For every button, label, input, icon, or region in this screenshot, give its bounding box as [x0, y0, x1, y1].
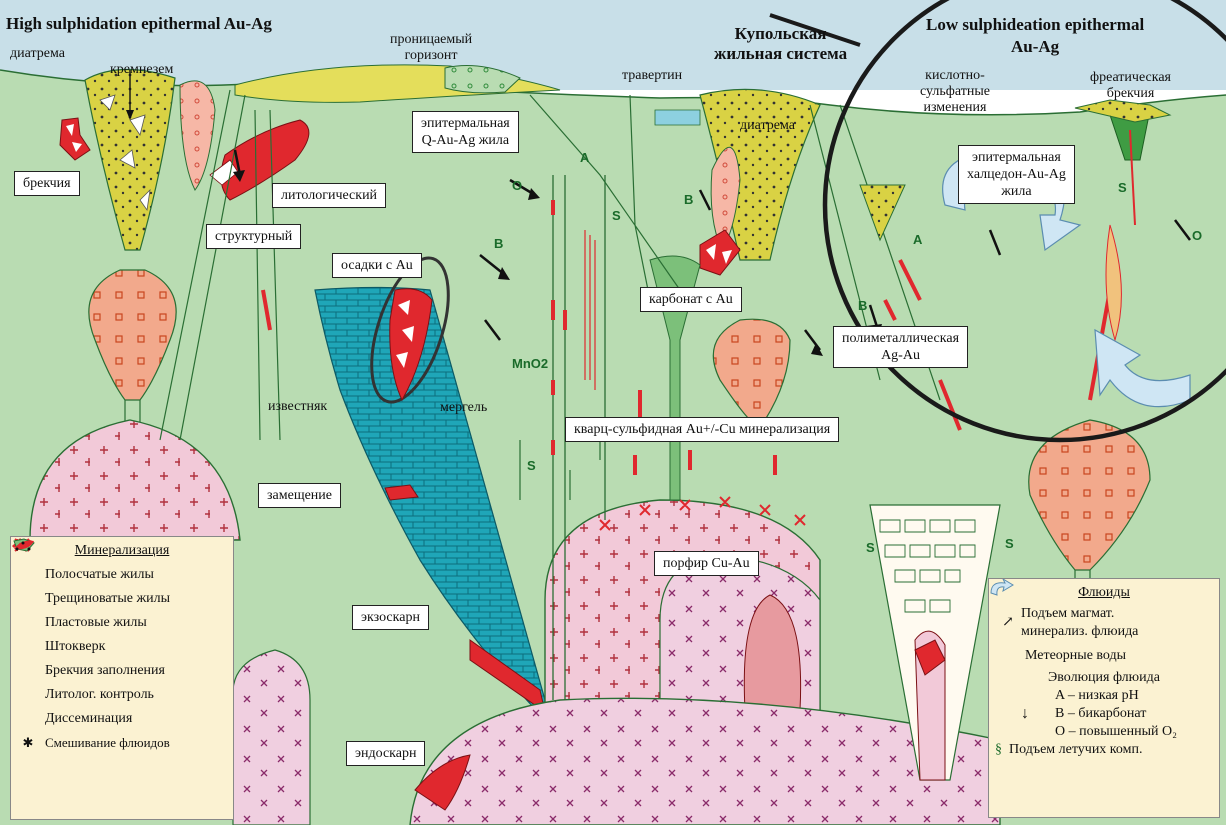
replacement-box: замещение — [258, 483, 341, 508]
mineralization-legend: Минерализация Полосчатые жилы Трещиноват… — [10, 536, 234, 820]
high-sulphidation-title: High sulphidation epithermal Au-Ag — [6, 14, 272, 34]
legend-item-meteoric: Метеорные воды — [995, 647, 1213, 665]
marl-label: мергель — [440, 400, 487, 416]
label-b-3: B — [858, 298, 867, 313]
label-s-3: S — [1118, 180, 1127, 195]
phreatic-breccia-label: фреатическая брекчия — [1090, 70, 1171, 102]
legend-item-volatiles: § Подъем летучих комп. — [995, 741, 1213, 759]
label-s-5: S — [1005, 536, 1014, 551]
permeable-horizon-label: проницаемый горизонт — [390, 32, 472, 64]
acid-sulfate-label: кислотно- сульфатные изменения — [920, 68, 990, 116]
legend-item-fracture: Трещиноватые жилы — [11, 587, 233, 611]
label-s-2: S — [527, 458, 536, 473]
limestone-label: известняк — [268, 399, 327, 415]
chalcedony-vein-box: эпитермальная халцедон-Au-Ag жила — [958, 145, 1075, 204]
label-o-2: O — [1192, 228, 1202, 243]
legend-item-dissemination: Диссеминация — [11, 707, 233, 731]
kupol-title: Купольская жильная система — [714, 24, 847, 64]
label-a-1: A — [580, 150, 589, 165]
mineralization-legend-title: Минерализация — [11, 543, 233, 559]
diatreme-left-label: диатрема — [10, 46, 65, 62]
mno2-label: MnO2 — [512, 356, 548, 371]
label-b-2: B — [684, 192, 693, 207]
diatreme-mid-label: диатрема — [740, 118, 795, 134]
silica-label: кремнезем — [110, 62, 173, 78]
legend-item-rise: ↗ Подъем магмат. минерализ. флюида — [995, 605, 1213, 641]
legend-item-b: ↓ B – бикарбонат — [995, 705, 1213, 723]
legend-item-litho: Литолог. контроль — [11, 683, 233, 707]
polymetallic-box: полиметаллическая Ag-Au — [833, 326, 968, 368]
epithermal-q-vein-box: эпитермальная Q-Au-Ag жила — [412, 111, 519, 153]
exoskarn-box: экзоскарн — [352, 605, 429, 630]
legend-item-breccia-fill: Брекчия заполнения — [11, 659, 233, 683]
fluids-legend: Флюиды ↗ Подъем магмат. минерализ. флюид… — [988, 578, 1220, 818]
lithologic-box: литологический — [272, 183, 386, 208]
volatile-rise-icon: § — [995, 741, 1009, 759]
legend-item-banded: Полосчатые жилы — [11, 563, 233, 587]
label-b-1: B — [494, 236, 503, 251]
fluids-legend-title: Флюиды — [995, 585, 1213, 601]
legend-item-mixing: ✱ Смешивание флюидов — [11, 731, 233, 755]
label-s-1: S — [612, 208, 621, 223]
fluid-mixing-icon: ✱ — [11, 735, 45, 751]
fluid-a-label: A – низкая pH — [995, 687, 1213, 705]
travertine-label: травертин — [622, 68, 682, 84]
sediments-au-box: осадки с Au — [332, 253, 422, 278]
fluid-o-label: O – повышенный O₂ — [995, 723, 1213, 741]
low-sulphidation-title: Low sulphideation epithermal Au-Ag — [926, 14, 1144, 58]
porphyry-box: порфир Cu-Au — [654, 551, 759, 576]
carbonate-au-box: карбонат с Au — [640, 287, 742, 312]
rising-fluid-icon: ↗ — [995, 614, 1021, 632]
down-arrow-icon: ↓ — [995, 705, 1055, 723]
breccia-box: брекчия — [14, 171, 80, 196]
quartz-sulfide-box: кварц-сульфидная Au+/-Cu минерализация — [565, 417, 839, 442]
endoskarn-box: эндоскарн — [346, 741, 425, 766]
fluid-evolution-label: Эволюция флюида — [995, 669, 1213, 687]
legend-item-sheeted: S Пластовые жилы — [11, 611, 233, 635]
label-o-1: O — [512, 178, 522, 193]
label-a-2: A — [913, 232, 922, 247]
legend-item-stockwork: Штокверк — [11, 635, 233, 659]
structural-box: структурный — [206, 224, 301, 249]
label-s-4: S — [866, 540, 875, 555]
